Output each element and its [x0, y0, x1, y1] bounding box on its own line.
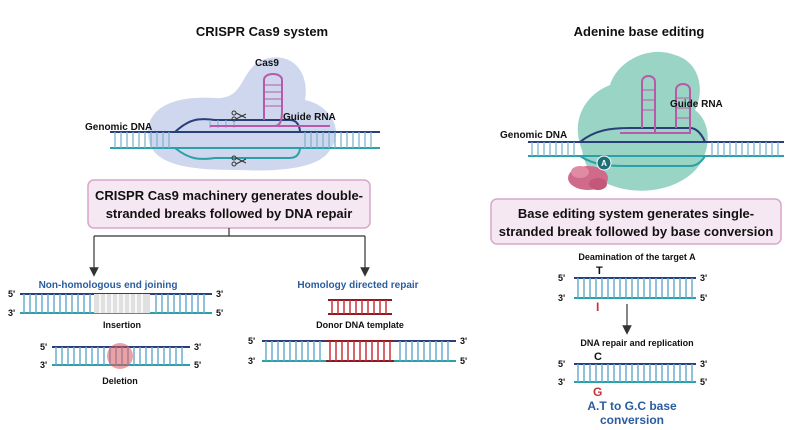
deam-3prime-right: 3' — [700, 273, 707, 283]
bottom-base-1: I — [596, 300, 599, 314]
cas9-label: Cas9 — [255, 58, 279, 69]
branch-connector — [89, 228, 370, 277]
deamination-dna — [574, 277, 696, 299]
rep-5prime: 5' — [558, 359, 565, 369]
deam-3prime: 3' — [558, 293, 565, 303]
deletion-label: Deletion — [102, 376, 138, 386]
deletion-dna — [52, 343, 190, 369]
rep-5prime-right: 5' — [700, 377, 707, 387]
top-base-1: T — [596, 265, 603, 277]
left-guide-rna — [210, 73, 330, 127]
insertion-5prime: 5' — [8, 289, 15, 299]
right-guide-rna — [620, 75, 691, 134]
insertion-dna — [20, 293, 212, 314]
repaired-dna — [574, 363, 696, 383]
left-genomic-dna — [110, 118, 380, 160]
right-caption-line1: Base editing system generates single- — [518, 206, 754, 221]
hdr-3prime-right: 3' — [460, 336, 467, 346]
left-title: CRISPR Cas9 system — [196, 24, 328, 39]
deletion-5prime: 5' — [40, 342, 47, 352]
right-caption-box — [490, 198, 782, 245]
repair-label: DNA repair and replication — [580, 338, 693, 348]
nhej-title: Non-homologous end joining — [39, 280, 178, 291]
top-base-2: C — [594, 351, 602, 363]
hdr-3prime: 3' — [248, 356, 255, 366]
hdr-title: Homology directed repair — [297, 280, 418, 291]
scissors-icon-2 — [231, 155, 247, 167]
scissors-icon — [231, 110, 247, 122]
donor-label: Donor DNA template — [316, 320, 404, 330]
insertion-3prime-right: 3' — [216, 289, 223, 299]
result-line2: conversion — [600, 413, 664, 427]
donor-template — [328, 299, 392, 315]
deam-5prime: 5' — [558, 273, 565, 283]
hdr-5prime: 5' — [248, 336, 255, 346]
insertion-5prime-right: 5' — [216, 308, 223, 318]
right-guide-rna-label: Guide RNA — [670, 99, 723, 110]
bottom-base-2: G — [593, 385, 602, 399]
left-genomic-dna-label: Genomic DNA — [85, 122, 152, 133]
left-caption-line2: stranded breaks followed by DNA repair — [106, 206, 353, 221]
left-caption-line1: CRISPR Cas9 machinery generates double- — [95, 188, 363, 203]
target-a-marker-label: A — [601, 159, 607, 168]
insertion-3prime: 3' — [8, 308, 15, 318]
deamination-label: Deamination of the target A — [578, 252, 696, 262]
right-genomic-dna — [528, 127, 784, 167]
right-title: Adenine base editing — [574, 24, 705, 39]
result-line1: A.T to G.C base — [587, 399, 677, 413]
left-guide-rna-label: Guide RNA — [283, 112, 336, 123]
insertion-label: Insertion — [103, 320, 141, 330]
rep-3prime: 3' — [558, 377, 565, 387]
deletion-3prime-right: 3' — [194, 342, 201, 352]
deletion-5prime-right: 5' — [194, 360, 201, 370]
deaminase-domain — [568, 166, 608, 190]
cas9-protein — [148, 57, 336, 171]
hdr-dna — [262, 340, 456, 362]
target-a-marker — [596, 155, 612, 171]
right-genomic-dna-label: Genomic DNA — [500, 130, 567, 141]
deletion-3prime: 3' — [40, 360, 47, 370]
deam-5prime-right: 5' — [700, 293, 707, 303]
right-caption-line2: stranded break followed by base conversi… — [499, 224, 774, 239]
rep-3prime-right: 3' — [700, 359, 707, 369]
hdr-5prime-right: 5' — [460, 356, 467, 366]
